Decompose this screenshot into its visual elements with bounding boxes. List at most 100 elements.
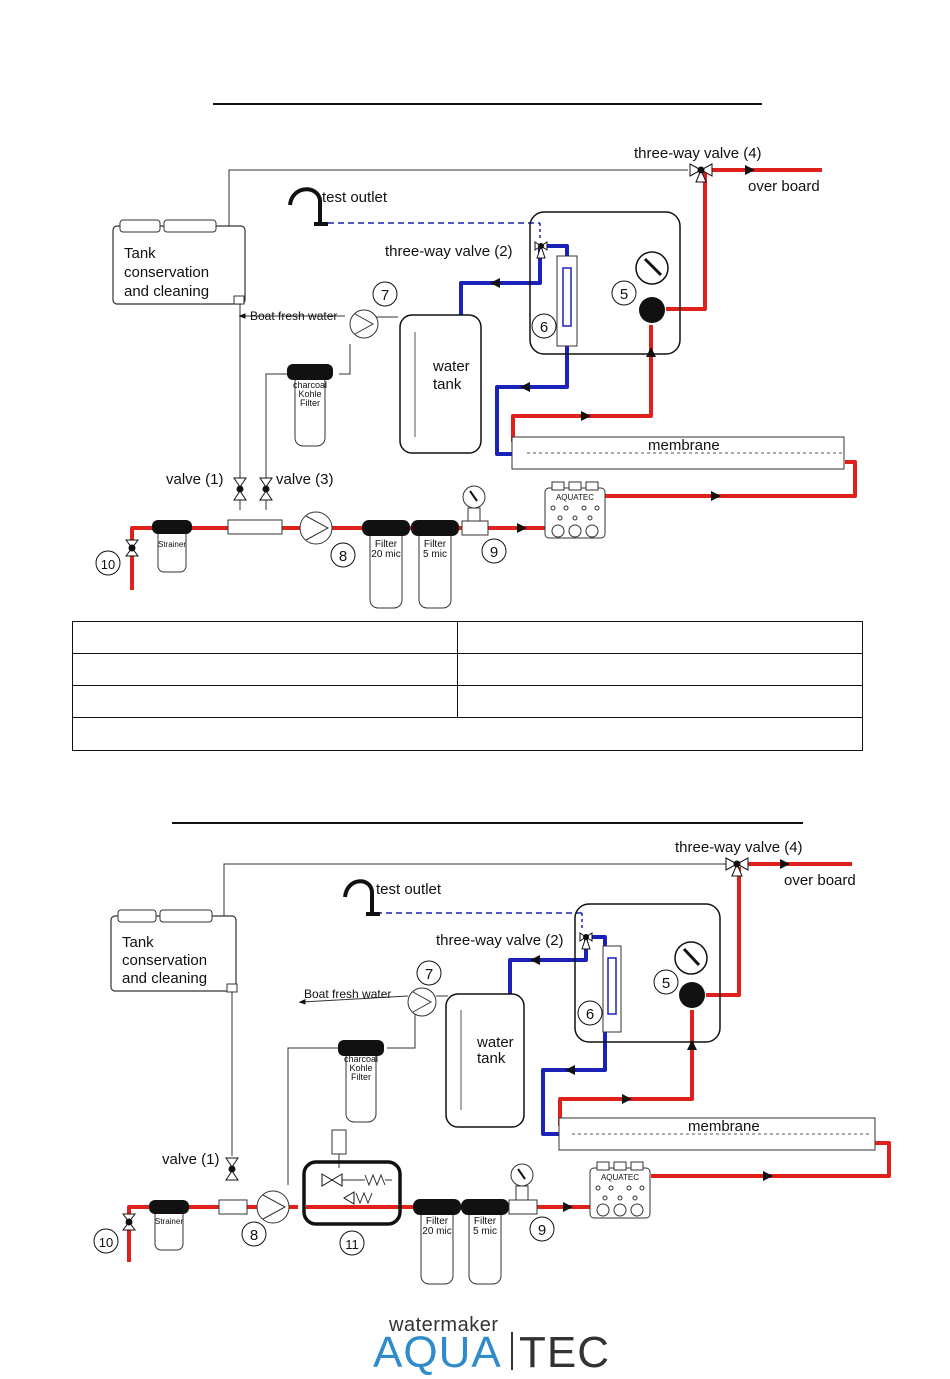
three-way-valve-4-label: three-way valve (4) — [675, 839, 803, 856]
diagram1: Tank conservation and cleaning test outl… — [95, 145, 857, 609]
charcoal-label-line1: charcoal — [344, 1054, 378, 1064]
tank-label-line3: and cleaning — [124, 283, 209, 300]
table-row — [72, 621, 863, 654]
callout-5: 5 — [611, 280, 637, 306]
aquatec-logo: watermaker AQUA TEC — [373, 1312, 613, 1377]
table-cell — [72, 653, 458, 686]
valve-3-label: valve (3) — [276, 471, 334, 488]
svg-text:10: 10 — [101, 557, 115, 572]
filter20-label-line1: Filter — [375, 539, 398, 550]
strainer — [149, 1200, 189, 1251]
svg-text:8: 8 — [250, 1227, 258, 1244]
filter20-label-line2: 20 mic — [371, 549, 400, 560]
charcoal-label-line3: Filter — [351, 1072, 371, 1082]
charcoal-label-line2: Kohle — [349, 1063, 372, 1073]
tank-label-line2: conservation — [124, 264, 209, 281]
table-cell — [72, 621, 458, 654]
water-tank-label-line2: tank — [477, 1050, 506, 1067]
aquatec-label: AQUATEC — [601, 1173, 639, 1182]
svg-text:9: 9 — [538, 1222, 546, 1239]
tank-label-line1: Tank — [122, 934, 154, 951]
three-way-valve-4-icon — [725, 857, 749, 877]
charcoal-filter — [338, 1040, 384, 1123]
diagram1-title-rule — [213, 103, 762, 105]
valve-1-icon — [233, 477, 247, 501]
filter-5mic — [411, 520, 459, 609]
pressure-valve-5 — [639, 297, 665, 323]
svg-text:9: 9 — [490, 544, 498, 561]
test-outlet-faucet — [343, 879, 374, 913]
aquatec-highpressure-pump — [544, 481, 606, 539]
three-way-valve-4-label: three-way valve (4) — [634, 145, 762, 162]
callout-10: 10 — [95, 550, 121, 576]
valve-3-icon — [259, 477, 273, 501]
callout-9: 9 — [481, 538, 507, 564]
callout-7: 7 — [372, 281, 398, 307]
callout-8: 8 — [241, 1221, 267, 1247]
logo-watermaker: watermaker — [389, 1314, 499, 1336]
svg-text:7: 7 — [381, 287, 389, 304]
diagram2: Tank conservation and cleaning test outl… — [93, 839, 891, 1285]
table-row — [72, 685, 863, 718]
test-outlet-label: test outlet — [322, 189, 388, 206]
svg-text:5: 5 — [620, 286, 628, 303]
water-tank-label-line2: tank — [433, 376, 462, 393]
callout-10: 10 — [93, 1228, 119, 1254]
charcoal-label-line1: charcoal — [293, 380, 327, 390]
diagram2-title-rule — [172, 822, 803, 824]
over-board-label: over board — [748, 178, 820, 195]
valve-10-icon — [125, 539, 139, 557]
callout-6: 6 — [531, 313, 557, 339]
three-way-valve-2-icon — [534, 241, 548, 259]
logo-aqua: AQUA — [373, 1328, 502, 1377]
callout-11: 11 — [339, 1230, 365, 1256]
aquatec-label: AQUATEC — [556, 493, 594, 502]
callout-9: 9 — [529, 1216, 555, 1242]
over-board-label: over board — [784, 872, 856, 889]
charcoal-filter — [287, 364, 333, 447]
svg-text:7: 7 — [425, 966, 433, 983]
filter-20mic — [413, 1199, 461, 1285]
pump-8 — [299, 511, 333, 545]
svg-text:6: 6 — [586, 1006, 594, 1023]
membrane-label: membrane — [688, 1118, 760, 1135]
callout-5: 5 — [653, 969, 679, 995]
logo-divider — [511, 1332, 513, 1370]
table-cell — [457, 685, 863, 718]
callout-7: 7 — [416, 960, 442, 986]
control-unit — [574, 903, 721, 1043]
table-cell — [72, 685, 458, 718]
spec-table — [72, 621, 863, 751]
valve-1-label: valve (1) — [162, 1151, 220, 1168]
valve-10-icon — [122, 1213, 136, 1231]
water-tank — [399, 314, 482, 454]
filter5-label-line1: Filter — [474, 1216, 497, 1227]
test-outlet-faucet — [288, 187, 322, 223]
test-outlet-label: test outlet — [376, 881, 442, 898]
tank-label-line1: Tank — [124, 245, 156, 262]
charcoal-label-line2: Kohle — [298, 389, 321, 399]
fresh-water-pump-7 — [349, 309, 379, 339]
water-tank-label-line1: water — [476, 1034, 514, 1051]
three-way-valve-2-label: three-way valve (2) — [385, 243, 513, 260]
table-row — [72, 717, 863, 751]
pressure-regulator-11 — [302, 1129, 402, 1226]
filter-20mic — [362, 520, 410, 609]
filter-5mic — [461, 1199, 509, 1285]
callout-8: 8 — [330, 542, 356, 568]
filter5-label-line2: 5 mic — [473, 1226, 497, 1237]
charcoal-label-line3: Filter — [300, 398, 320, 408]
aquatec-highpressure-pump — [589, 1161, 651, 1219]
valve-1-icon — [225, 1157, 239, 1181]
three-way-valve-2-label: three-way valve (2) — [436, 932, 564, 949]
boat-fresh-water-label: Boat fresh water — [250, 309, 337, 323]
logo-tec: TEC — [519, 1328, 610, 1377]
tank-label-line2: conservation — [122, 952, 207, 969]
filter5-label-line1: Filter — [424, 539, 447, 550]
water-tank-label-line1: water — [432, 358, 470, 375]
filter20-label-line1: Filter — [426, 1216, 449, 1227]
strainer — [152, 520, 192, 573]
strainer-label: Strainer — [155, 1217, 183, 1226]
table-row — [72, 653, 863, 686]
control-unit — [529, 211, 681, 355]
